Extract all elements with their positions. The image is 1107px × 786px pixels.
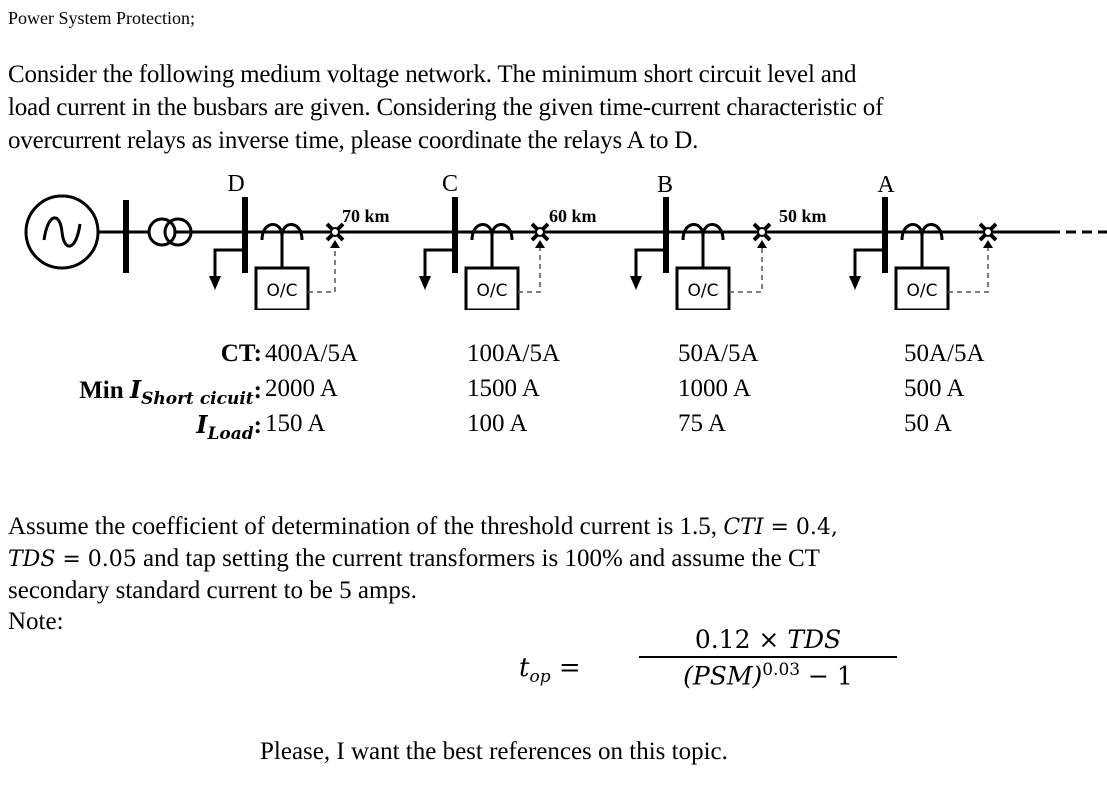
formula-lhs: top = bbox=[519, 653, 581, 688]
transformer-icon bbox=[147, 217, 177, 247]
iload-d: 150 A bbox=[265, 410, 326, 437]
problem-line: overcurrent relays as inverse time, plea… bbox=[8, 127, 699, 154]
sine-wave-icon bbox=[42, 216, 82, 248]
overcurrent-relay-a bbox=[894, 266, 950, 310]
problem-line: Consider the following medium voltage ne… bbox=[8, 61, 857, 88]
line-length-cb: 60 km bbox=[549, 206, 597, 226]
assumption-line-2: TDS = 0.05 and tap setting the current t… bbox=[8, 545, 820, 572]
trip-signal-line bbox=[308, 246, 336, 293]
iload-b: 75 A bbox=[678, 410, 726, 437]
relay-label: O/C bbox=[267, 281, 298, 301]
single-line-diagram: O/C O/C O/C O/C D C B A 70 km 60 km 50 km bbox=[24, 171, 1107, 310]
bus-label-a: A bbox=[877, 172, 895, 198]
overcurrent-relay-b bbox=[675, 266, 731, 310]
ct-ratio-b: 50A/5A bbox=[678, 340, 759, 367]
ct-row-label: CT: bbox=[220, 340, 262, 367]
load-arrow-icon bbox=[209, 276, 221, 290]
line-length-dc: 70 km bbox=[342, 206, 390, 226]
bus-label-c: C bbox=[442, 171, 458, 197]
load-arrow-icon bbox=[419, 276, 431, 290]
circuit-breaker-icon bbox=[978, 222, 998, 242]
assumption-line-1: Assume the coefficient of determination … bbox=[8, 513, 838, 540]
trip-arrow-icon bbox=[535, 240, 545, 248]
formula-fraction: 0.12 × TDS (PSM)0.03 − 1 bbox=[639, 625, 897, 690]
overcurrent-relay-d bbox=[254, 266, 310, 310]
trip-arrow-icon bbox=[757, 240, 767, 248]
isc-c: 1500 A bbox=[467, 375, 540, 402]
assumption-line-3: secondary standard current to be 5 amps. bbox=[8, 577, 417, 604]
load-feeder-a bbox=[853, 248, 882, 278]
bus-label-d: D bbox=[227, 171, 244, 197]
load-feeder-b bbox=[634, 248, 663, 278]
isc-row-label: Min IShort cicuit: bbox=[79, 375, 262, 409]
trip-signal-line bbox=[518, 246, 541, 293]
trip-signal-line bbox=[948, 246, 989, 293]
trip-arrow-icon bbox=[983, 240, 993, 248]
load-arrow-icon bbox=[630, 276, 642, 290]
iload-row-label: ILoad: bbox=[196, 410, 262, 444]
relay-label: O/C bbox=[477, 281, 508, 301]
isc-d: 2000 A bbox=[265, 375, 338, 402]
isc-a: 500 A bbox=[904, 375, 965, 402]
load-arrow-icon bbox=[849, 276, 861, 290]
overcurrent-relay-c bbox=[464, 266, 520, 310]
trip-signal-line bbox=[729, 246, 763, 293]
bus-label-b: B bbox=[657, 172, 673, 198]
circuit-breaker-icon bbox=[325, 222, 345, 242]
transformer-icon bbox=[163, 217, 193, 247]
ct-ratio-d: 400A/5A bbox=[265, 340, 359, 367]
document-heading: Power System Protection; bbox=[8, 8, 195, 28]
assumptions-text: Assume the coefficient of determination … bbox=[8, 511, 1107, 637]
formula-denominator: (PSM)0.03 − 1 bbox=[683, 660, 853, 691]
fraction-bar bbox=[639, 656, 897, 658]
problem-statement: Consider the following medium voltage ne… bbox=[8, 58, 1107, 157]
circuit-breaker-icon bbox=[752, 222, 772, 242]
relay-label: O/C bbox=[688, 281, 719, 301]
closing-request: Please, I want the best references on th… bbox=[260, 738, 728, 765]
ct-ratio-a: 50A/5A bbox=[904, 340, 985, 367]
circuit-breaker-icon bbox=[530, 222, 550, 242]
load-feeder-d bbox=[213, 248, 242, 278]
note-label: Note: bbox=[8, 608, 64, 635]
formula-numerator: 0.12 × TDS bbox=[694, 625, 842, 654]
trip-arrow-icon bbox=[330, 240, 340, 248]
problem-line: load current in the busbars are given. C… bbox=[8, 94, 884, 121]
isc-b: 1000 A bbox=[678, 375, 751, 402]
relay-label: O/C bbox=[907, 281, 938, 301]
iload-a: 50 A bbox=[904, 410, 952, 437]
ct-ratio-c: 100A/5A bbox=[467, 340, 561, 367]
load-feeder-c bbox=[423, 248, 452, 278]
line-length-ba: 50 km bbox=[779, 206, 827, 226]
iload-c: 100 A bbox=[467, 410, 528, 437]
